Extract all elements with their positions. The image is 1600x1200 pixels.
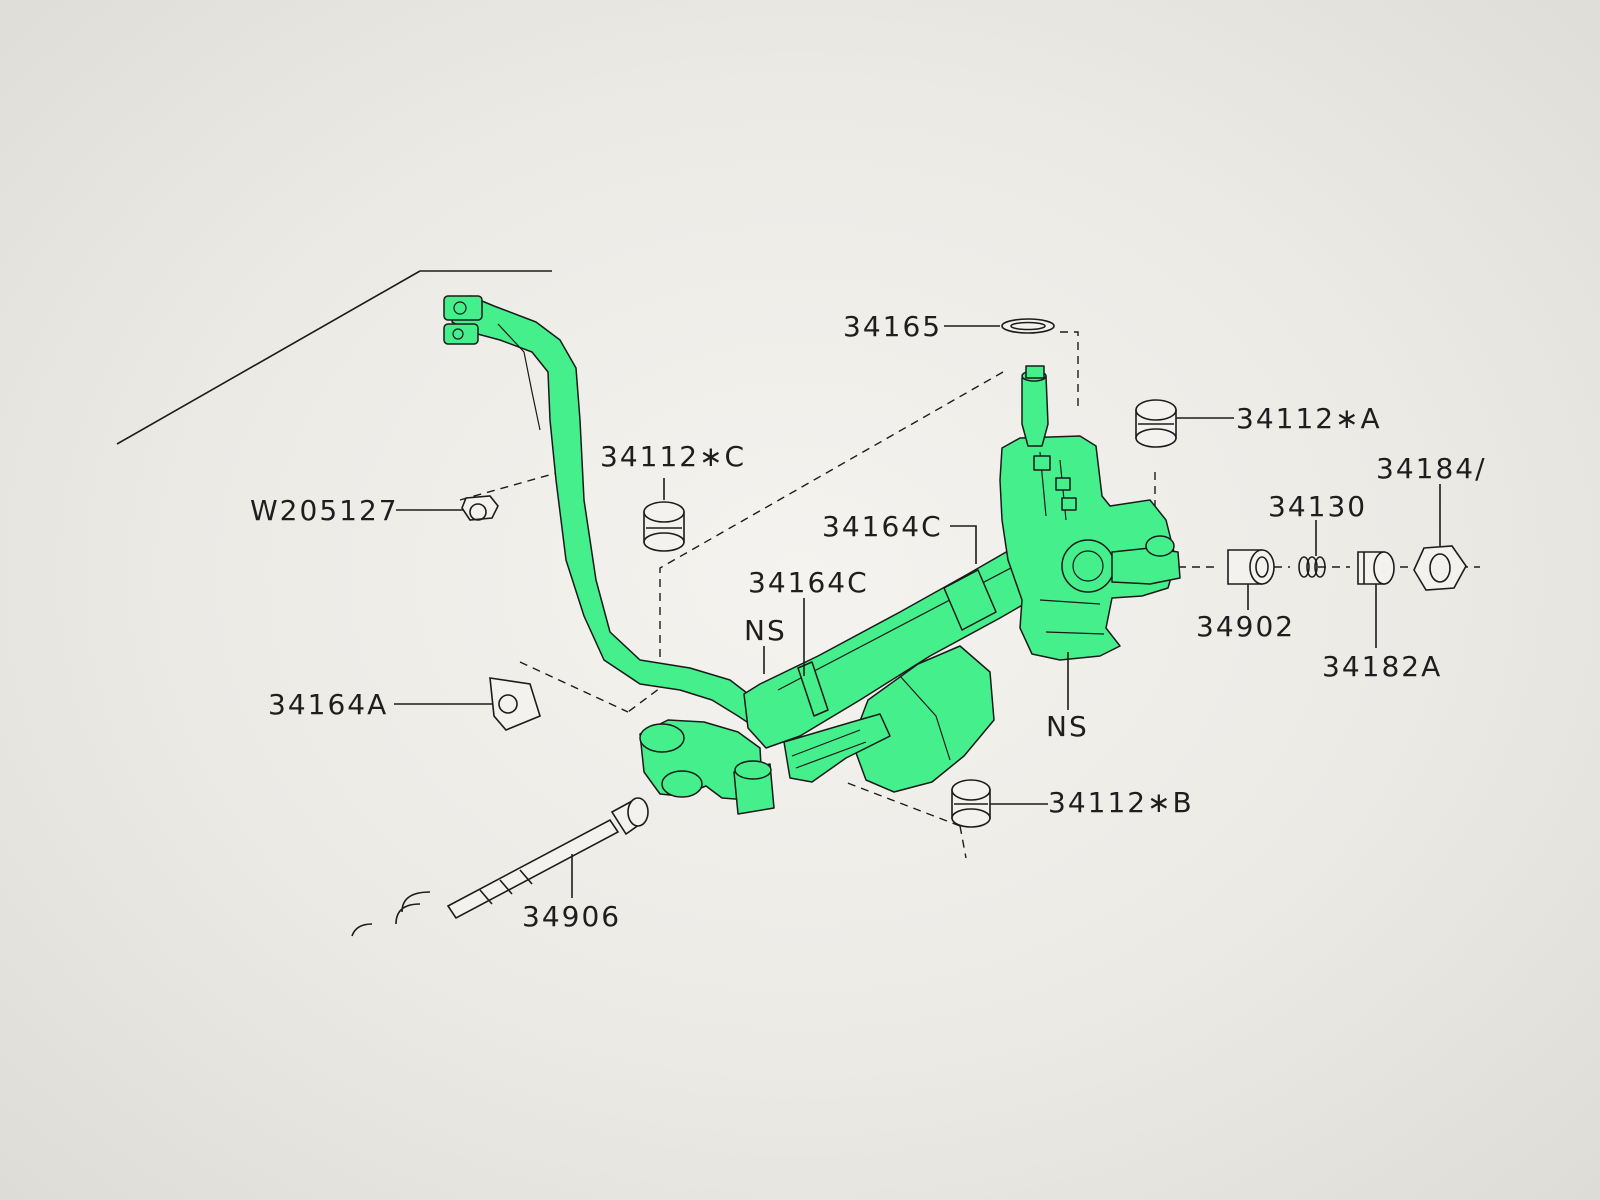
label-w205127: W205127 — [250, 494, 399, 527]
steering-gearbox-assembly[interactable] — [443, 295, 1181, 815]
mount-bushing-c[interactable] — [643, 501, 685, 552]
frame-lines — [116, 270, 552, 445]
hose-fitting-upper — [443, 295, 483, 321]
mount-bushing-a[interactable] — [1135, 399, 1177, 448]
label-34164c-upper: 34164C — [822, 510, 943, 543]
adjusting-screw-34182a[interactable] — [1357, 551, 1395, 585]
label-34164c-lower: 34164C — [748, 566, 869, 599]
hose-fitting-lower — [443, 323, 479, 345]
label-34906: 34906 — [522, 900, 621, 933]
label-34182a: 34182A — [1322, 650, 1442, 683]
label-34112a: 34112∗A — [1236, 402, 1382, 435]
pinion-shaft — [1021, 375, 1049, 447]
leader-lines — [394, 325, 1441, 898]
part-labels: 34165 34112∗A 34112∗C 34184/ 34130 W2051… — [250, 310, 1487, 933]
tie-rod-34906[interactable] — [351, 797, 649, 937]
label-34112b: 34112∗B — [1048, 786, 1194, 819]
clip-34164a[interactable] — [489, 677, 541, 731]
label-ns-right: NS — [1046, 710, 1089, 743]
label-34184: 34184/ — [1376, 452, 1487, 485]
lock-nut-34184[interactable] — [1413, 545, 1467, 591]
adjuster-bushing-34902[interactable] — [1227, 549, 1275, 585]
assist-motor — [851, 645, 995, 793]
tube-clamp — [943, 569, 997, 631]
label-ns-left: NS — [744, 614, 787, 647]
label-34902: 34902 — [1196, 610, 1295, 643]
label-34130: 34130 — [1268, 490, 1367, 523]
mount-bushing-b[interactable] — [951, 779, 991, 828]
dust-seal-34165[interactable] — [1001, 318, 1055, 334]
label-34112c: 34112∗C — [600, 440, 746, 473]
label-34165: 34165 — [843, 310, 942, 343]
label-34164a: 34164A — [268, 688, 388, 721]
hose-clamp-w205127[interactable] — [461, 495, 499, 521]
spring-34130[interactable] — [1298, 556, 1326, 578]
